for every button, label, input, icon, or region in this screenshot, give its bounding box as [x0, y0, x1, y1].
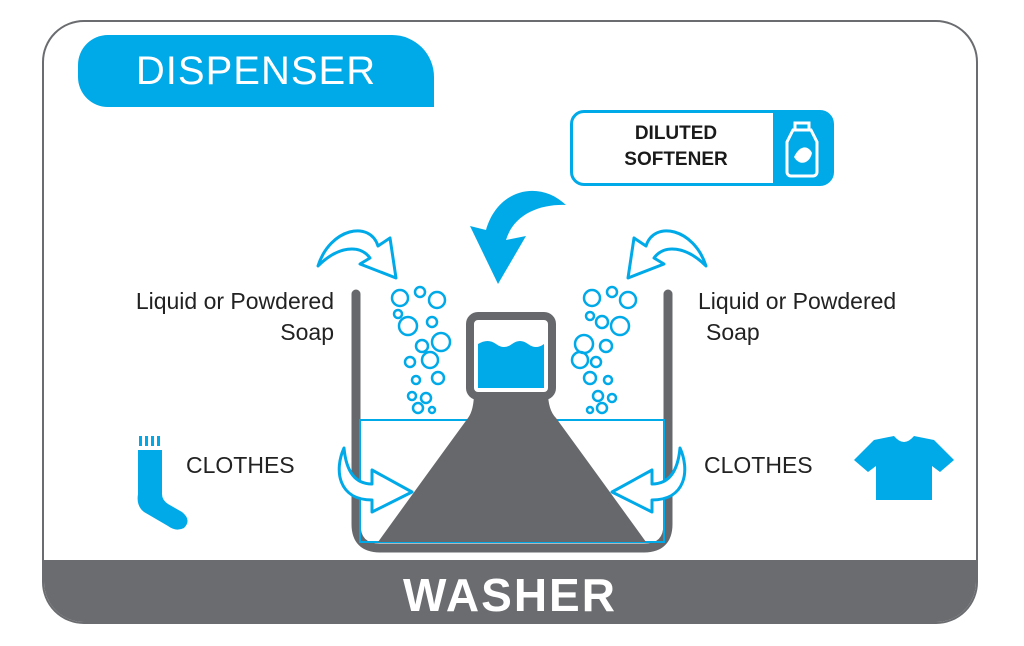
left-soap-label: Liquid or Powdered Soap [60, 286, 334, 348]
diluted-softener-box: DILUTED SOFTENER [570, 110, 834, 186]
right-clothes-arrow [610, 446, 687, 514]
right-bubbles [570, 285, 638, 415]
left-clothes-arrow [337, 446, 414, 514]
right-soap-arrow [626, 229, 708, 280]
dispenser-tab: DISPENSER [78, 35, 434, 107]
softener-arrow [470, 190, 566, 284]
right-clothes-label: CLOTHES [704, 452, 813, 478]
softener-line-2: SOFTENER [624, 149, 728, 170]
left-soap-line-2: Soap [280, 319, 334, 345]
right-soap-line-2: Soap [706, 319, 760, 345]
left-bubbles [390, 285, 452, 415]
softener-line-1: DILUTED [634, 123, 718, 144]
softener-label: DILUTED SOFTENER [583, 121, 769, 173]
left-soap-line-1: Liquid or Powdered [135, 288, 334, 314]
tshirt-icon [854, 436, 954, 500]
tub-wall [351, 289, 673, 553]
left-clothes-label: CLOTHES [186, 452, 295, 478]
softener-bottle-icon [785, 121, 819, 178]
dispenser-liquid [478, 341, 544, 388]
dispenser-title: DISPENSER [135, 49, 377, 93]
softener-icon-panel [773, 113, 831, 183]
washer-title: WASHER [403, 569, 617, 621]
right-soap-label: Liquid or Powdered Soap [698, 286, 978, 348]
left-soap-arrow [316, 229, 398, 280]
agitator [378, 340, 646, 542]
washer-bar: WASHER [44, 560, 976, 622]
sock-icon [137, 436, 188, 530]
right-soap-line-1: Liquid or Powdered [698, 288, 897, 314]
